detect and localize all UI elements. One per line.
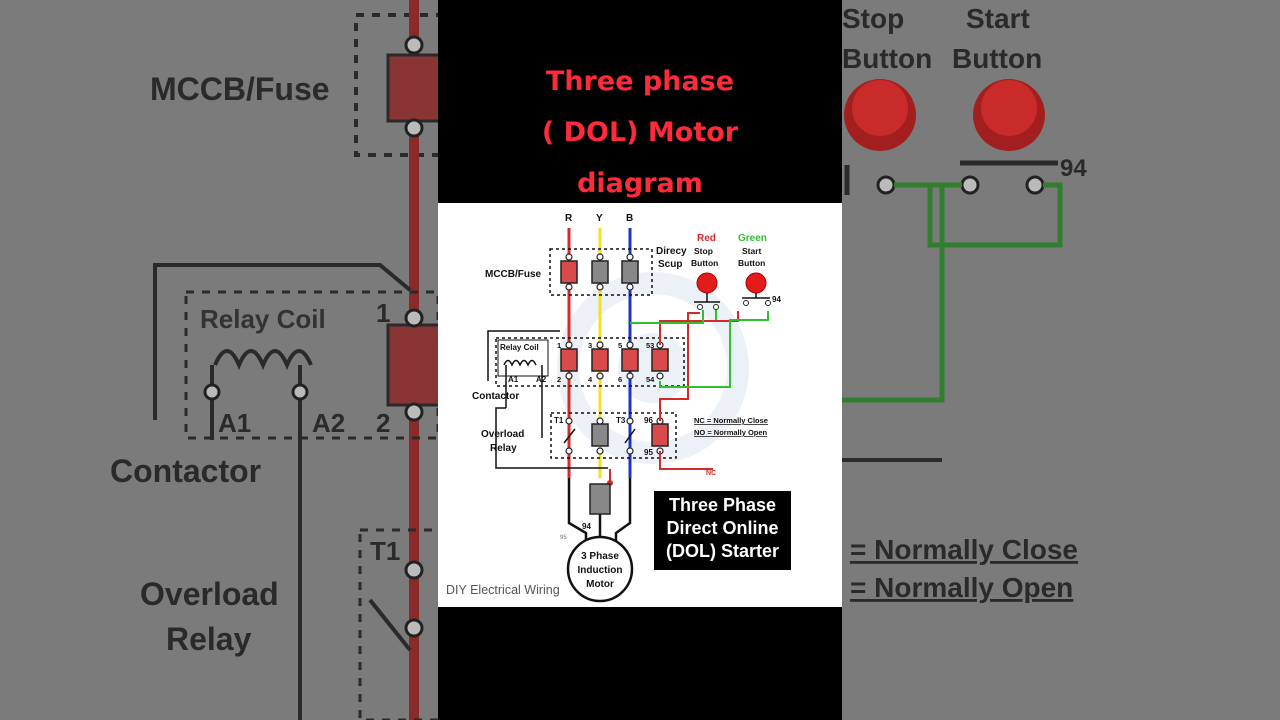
a1-label: A1 <box>508 375 519 384</box>
title-line-3: diagram <box>577 168 703 199</box>
no-definition: NO = Normally Open <box>694 428 768 437</box>
bg-overload-label: Overload <box>140 576 279 612</box>
contact-5-label: 5 <box>618 341 622 350</box>
start-label-line2: Button <box>738 258 765 268</box>
contact-53-label: 53 <box>646 341 654 350</box>
t3-label: T3 <box>616 416 626 425</box>
relay-coil-label: Relay Coil <box>500 343 539 352</box>
background-left-zoom: MCCB/Fuse Relay Coil 1 A1 A2 2 Contactor… <box>0 0 438 720</box>
t96-label: 96 <box>644 416 653 425</box>
overload-label-line2: Relay <box>490 443 517 454</box>
motor-label-line3: Motor <box>586 579 614 590</box>
title-line-1: Three phase <box>545 66 735 97</box>
nc-definition: NC = Normally Close <box>694 416 768 425</box>
contact-54-label: 54 <box>646 375 655 384</box>
bg-stop-label: Stop <box>842 3 904 34</box>
bg-start-button-label: Button <box>952 43 1042 74</box>
stop-label-line2: Button <box>691 258 718 268</box>
bg-stop-button-label: Button <box>842 43 932 74</box>
page-title: Three phase ( DOL) Motor diagram <box>438 56 842 209</box>
bg-a1-label: A1 <box>218 408 251 438</box>
bg-terminal-2: 2 <box>376 408 390 438</box>
terminal-95-bottom: 95 <box>560 535 567 541</box>
motor-label-line1: 3 Phase <box>581 551 619 562</box>
contact-2-label: 2 <box>557 375 561 384</box>
green-label: Green <box>738 233 767 244</box>
bg-relay-coil-label: Relay Coil <box>200 304 326 334</box>
contact-4-label: 4 <box>588 375 593 384</box>
contact-1-label: 1 <box>557 341 561 350</box>
direct-label-line1: Direcy <box>656 246 687 257</box>
bg-no-definition: = Normally Open <box>850 572 1073 603</box>
bg-t1-label: T1 <box>370 536 400 566</box>
nc-tag: NC <box>706 470 716 477</box>
motor-label-line2: Induction <box>578 565 623 576</box>
mccb-label: MCCB/Fuse <box>485 269 542 280</box>
a2-label: A2 <box>536 375 547 384</box>
t1-label: T1 <box>554 416 564 425</box>
bg-a2-label: A2 <box>312 408 345 438</box>
background-right-zoom: Stop Button Start Button 94 = Normally C… <box>842 0 1280 720</box>
caption-line-3: (DOL) Starter <box>665 541 779 561</box>
red-label: Red <box>697 233 716 244</box>
phase-r-label: R <box>565 213 573 224</box>
bg-contactor-label: Contactor <box>110 453 261 489</box>
center-panel: Three phase ( DOL) Motor diagram <box>438 0 842 720</box>
phase-y-label: Y <box>596 213 603 224</box>
bg-relay-label: Relay <box>166 621 252 657</box>
dol-caption-box: Three Phase Direct Online (DOL) Starter <box>654 491 791 570</box>
contact-6-label: 6 <box>618 375 622 384</box>
direct-label-line2: Scup <box>658 259 682 270</box>
contactor-label: Contactor <box>472 391 519 402</box>
start-label-line1: Start <box>742 246 762 256</box>
bg-nc-definition: = Normally Close <box>850 534 1078 565</box>
contact-3-label: 3 <box>588 341 592 350</box>
stop-label-line1: Stop <box>694 246 713 256</box>
credit-label: DIY Electrical Wiring <box>446 583 560 597</box>
phase-b-label: B <box>626 213 633 224</box>
t95-label: 95 <box>644 448 653 457</box>
bg-start-label: Start <box>966 3 1030 34</box>
dol-wiring-diagram: R Y B MCCB/Fuse Direcy Scup Red Stop But… <box>438 203 842 607</box>
caption-line-2: Direct Online <box>666 518 779 538</box>
title-line-2: ( DOL) Motor <box>541 117 739 148</box>
caption-line-1: Three Phase <box>668 495 777 515</box>
bg-terminal-1: 1 <box>376 298 390 328</box>
bg-terminal-94: 94 <box>1060 155 1087 182</box>
bg-mccb-label: MCCB/Fuse <box>150 71 330 107</box>
terminal-94-top: 94 <box>772 295 781 304</box>
terminal-94-bottom: 94 <box>582 522 591 531</box>
overload-label-line1: Overload <box>481 429 524 440</box>
